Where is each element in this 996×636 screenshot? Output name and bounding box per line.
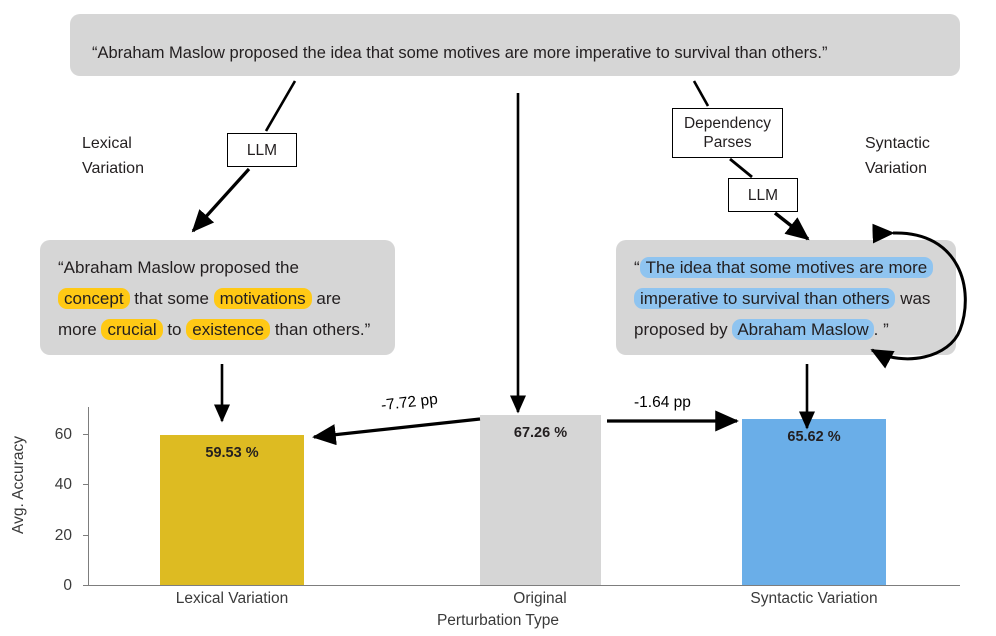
bar-value-lexical-variation: 59.53 % (205, 444, 259, 461)
x-tick-label-lexical-variation: Lexical Variation (175, 590, 289, 607)
y-tick-label-40: 40 (54, 476, 72, 493)
syn-open-quote: “ (634, 258, 640, 277)
y-tick-label-60: 60 (54, 425, 72, 443)
arrow-dependency-parses-to-llm (729, 157, 753, 179)
source-sentence-text: “Abraham Maslow proposed the idea that s… (92, 44, 828, 62)
bar-original: 67.26 % (480, 415, 601, 585)
x-tick-label-syntactic-variation: Syntactic Variation (750, 590, 878, 607)
syn-text-period: . (873, 320, 879, 339)
y-tick-label-20: 20 (54, 526, 72, 544)
lex-text-p6: than others.” (274, 320, 371, 339)
llm-box-lexical: LLM (227, 133, 297, 167)
lex-text-p1: “Abraham Maslow proposed the (58, 258, 299, 277)
bar-lexical-variation: 59.53 % (160, 434, 304, 585)
y-tick-0 (83, 585, 88, 587)
syntactic-variation-caption: Syntactic Variation (865, 131, 975, 181)
x-axis-line (88, 585, 960, 587)
lex-highlight-motivations: motivations (213, 288, 312, 309)
lex-highlight-crucial: crucial (101, 319, 163, 340)
x-axis-label: Perturbation Type (436, 612, 560, 629)
x-tick-label-original: Original (513, 590, 567, 607)
bar-syntactic-variation: 65.62 % (742, 419, 886, 585)
y-tick-60 (83, 433, 88, 435)
y-tick-40 (83, 484, 88, 486)
syn-highlight-abraham-maslow: Abraham Maslow (732, 319, 874, 340)
bar-value-syntactic-variation: 65.62 % (787, 429, 841, 446)
llm-box-syntactic: LLM (728, 178, 798, 212)
syntactic-caption-line-2: Variation (865, 160, 927, 177)
delta-label-syntactic: -1.64 pp (634, 394, 691, 411)
y-axis-line (88, 407, 90, 586)
syntactic-variation-panel: “The idea that some motives are more imp… (616, 240, 956, 355)
lexical-caption-line-2: Variation (82, 160, 144, 177)
arrow-source-to-llm-lexical (264, 80, 297, 132)
llm-box-lexical-label: LLM (246, 141, 278, 159)
lex-text-p4: more (58, 320, 97, 339)
lexical-variation-text: “Abraham Maslow proposed the concept tha… (58, 252, 385, 345)
source-sentence-panel: “Abraham Maslow proposed the idea that s… (70, 14, 960, 76)
dependency-parses-line-1: Dependency (683, 115, 772, 132)
y-tick-label-0: 0 (63, 577, 72, 594)
lex-text-p5: to (167, 320, 182, 339)
lex-highlight-concept: concept (58, 288, 130, 309)
lex-text-p2: that some (134, 289, 209, 308)
lexical-variation-panel: “Abraham Maslow proposed the concept tha… (40, 240, 395, 355)
syntactic-variation-text: “The idea that some motives are more imp… (634, 252, 946, 345)
dependency-parses-box: Dependency Parses (672, 108, 783, 158)
llm-box-syntactic-label: LLM (747, 186, 779, 204)
dependency-parses-label: Dependency Parses (684, 114, 771, 152)
y-axis-label: Avg. Accuracy (10, 436, 27, 534)
lex-highlight-existence: existence (186, 319, 271, 340)
syn-highlight-clause-2: imperative to survival than others (634, 288, 896, 309)
syntactic-caption-line-1: Syntactic (865, 135, 930, 152)
accuracy-bar-chart: Avg. Accuracy 0 20 40 60 59.53 % 67.26 %… (0, 380, 996, 636)
arrow-llm-to-lexical-panel (191, 167, 251, 233)
lex-text-p3: are (316, 289, 341, 308)
dependency-parses-line-2: Parses (703, 134, 752, 151)
syn-highlight-clause-1: The idea that some motives are more (639, 257, 934, 278)
bar-value-original: 67.26 % (513, 425, 568, 442)
lexical-caption-line-1: Lexical (82, 135, 132, 152)
arrow-source-to-dependency-parses (692, 80, 710, 107)
arrow-llm-to-syntactic-panel (773, 211, 810, 241)
syn-text-proposed-by: proposed by (634, 320, 728, 339)
lexical-variation-caption: Lexical Variation (82, 131, 192, 181)
syn-text-was: was (900, 289, 931, 308)
y-tick-20 (83, 534, 88, 536)
syn-close-quote: ” (883, 320, 889, 339)
